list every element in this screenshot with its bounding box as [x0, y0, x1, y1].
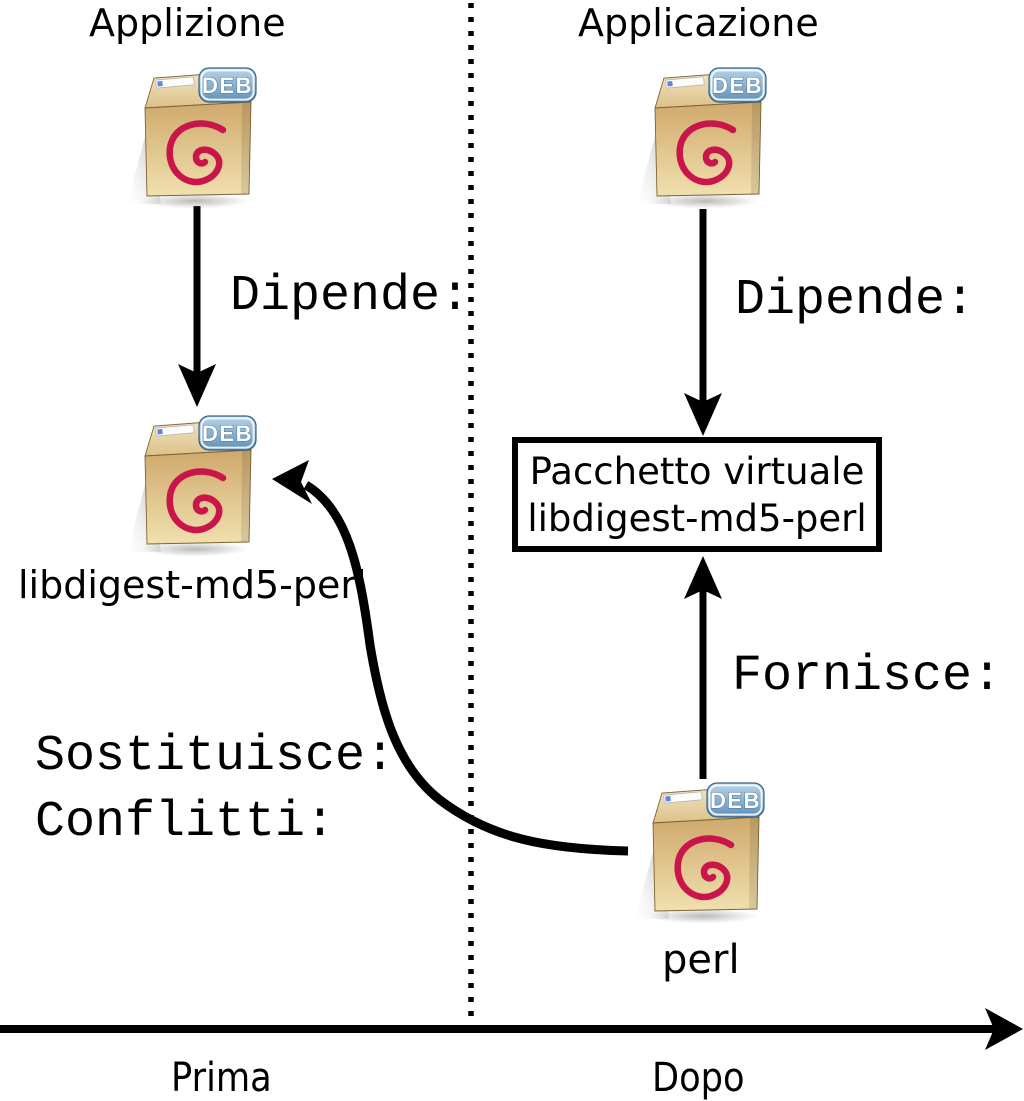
arrow-depends-before: [178, 206, 216, 407]
timeline-axis: [0, 1008, 1023, 1050]
package-name-perl: perl: [662, 937, 740, 983]
virtual-package-box: Pacchetto virtuale libdigest-md5-perl: [512, 437, 882, 552]
app-label-after: Applicazione: [578, 1, 819, 45]
app-label-before: Applizione: [89, 1, 286, 45]
relation-provides: Fornisce:: [732, 648, 1003, 705]
arrow-replaces-conflicts: [272, 460, 629, 856]
deb-package-icon-app-before: [127, 68, 256, 209]
deb-package-icon-libdigest: [127, 416, 256, 557]
relation-depends-before: Dipende:: [230, 268, 471, 325]
package-name-libdigest: libdigest-md5-perl: [18, 563, 367, 607]
relation-replaces: Sostituisce:: [35, 728, 396, 785]
axis-label-prima: Prima: [171, 1055, 272, 1101]
relation-depends-after: Dipende:: [735, 272, 976, 329]
arrow-depends-after: [684, 209, 722, 436]
deb-package-icon-perl: [635, 783, 764, 924]
relation-conflicts: Conflitti:: [35, 794, 336, 851]
timeline-arrowhead: [985, 1008, 1023, 1050]
deb-package-icon-app-after: [637, 68, 766, 209]
virtual-package-box-line2: libdigest-md5-perl: [527, 496, 867, 540]
virtual-package-box-line1: Pacchetto virtuale: [529, 449, 865, 493]
arrow-provides: [684, 556, 722, 779]
axis-label-dopo: Dopo: [652, 1055, 745, 1101]
